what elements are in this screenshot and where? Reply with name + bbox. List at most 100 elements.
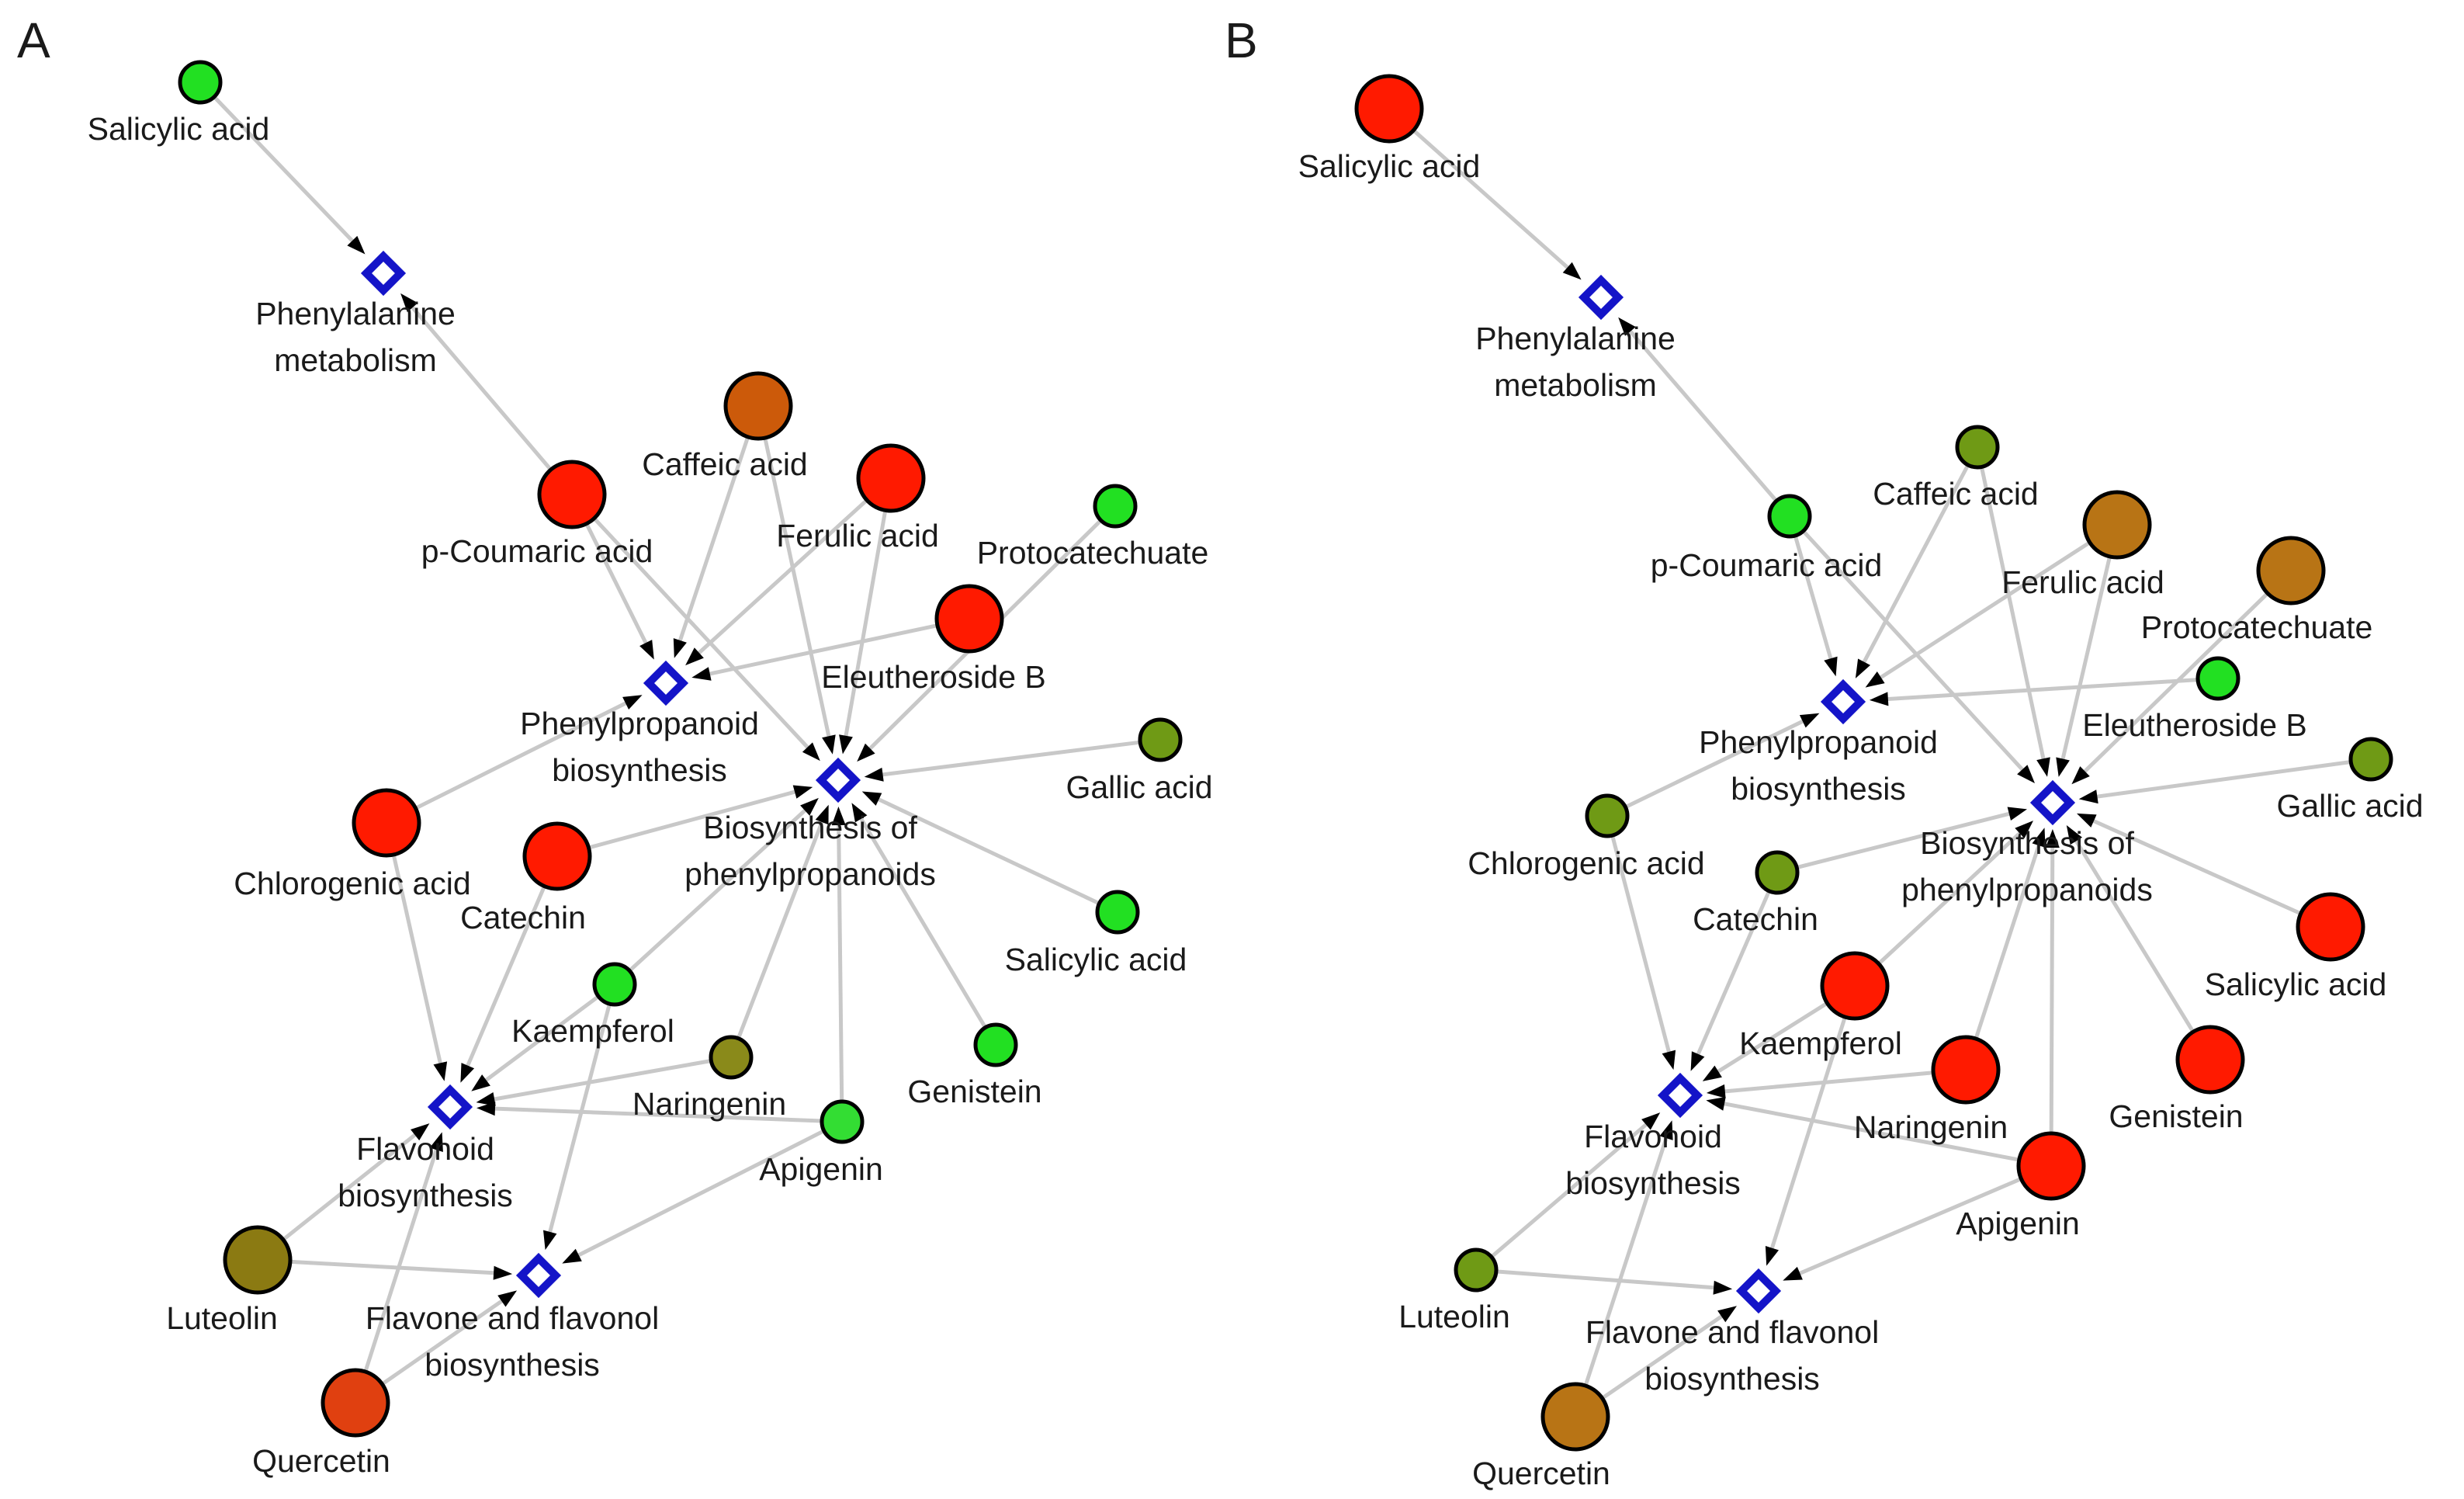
- metabolite-node-gen[interactable]: [973, 1022, 1018, 1067]
- metabolite-node-nar[interactable]: [1931, 1035, 2001, 1105]
- metabolite-node-caf[interactable]: [723, 371, 793, 441]
- metabolite-node-ele[interactable]: [2195, 656, 2240, 701]
- edge-sal2-to-bop: [2090, 817, 2302, 916]
- metabolite-node-sal2[interactable]: [1095, 890, 1140, 935]
- pathway-node-flb[interactable]: [1657, 1072, 1703, 1119]
- metabolite-node-sal1[interactable]: [1354, 74, 1424, 144]
- metabolite-node-gen[interactable]: [2175, 1025, 2245, 1095]
- arrowhead-fer-to-bop: [2056, 757, 2070, 777]
- pathway-label-bop-line1: Biosynthesis of: [1920, 825, 2134, 861]
- metabolite-node-gal[interactable]: [2348, 737, 2393, 782]
- arrowhead-fer-to-ppb: [1865, 671, 1885, 688]
- metabolite-node-gal[interactable]: [1138, 717, 1183, 762]
- edge-pcou-to-ppb: [1793, 535, 1834, 662]
- arrowhead-pro-to-bop: [857, 743, 875, 762]
- metabolite-label-gal: Gallic acid: [2276, 788, 2423, 824]
- arrowhead-chl-to-ppb: [622, 695, 643, 710]
- metabolite-node-pro[interactable]: [1093, 484, 1138, 529]
- metabolite-node-lut[interactable]: [223, 1225, 293, 1295]
- panel-b-edges: [1412, 129, 2351, 1400]
- edge-gen-to-bop: [2073, 837, 2195, 1033]
- metabolite-label-que: Quercetin: [252, 1443, 390, 1479]
- pathway-node-ppb[interactable]: [643, 660, 689, 706]
- arrowhead-caf-to-ppb: [673, 638, 687, 658]
- arrowhead-api-to-flb: [477, 1102, 496, 1116]
- metabolite-node-fer[interactable]: [2082, 490, 2152, 560]
- metabolite-label-chl: Chlorogenic acid: [234, 866, 470, 901]
- metabolite-node-caf[interactable]: [1955, 425, 2000, 470]
- metabolite-label-lut: Luteolin: [1398, 1299, 1510, 1334]
- metabolite-node-pcou[interactable]: [537, 460, 607, 529]
- pathway-node-ppb[interactable]: [1820, 678, 1866, 725]
- metabolite-node-api[interactable]: [820, 1099, 865, 1144]
- arrowhead-nar-to-flb: [1706, 1084, 1726, 1098]
- arrowhead-ele-to-ppb: [1869, 692, 1889, 706]
- pathway-node-phe[interactable]: [360, 250, 407, 297]
- edge-cat-to-flb: [1695, 890, 1771, 1058]
- metabolite-label-pro: Protocatechuate: [977, 535, 1209, 571]
- edge-caf-to-ppb: [677, 436, 750, 644]
- metabolite-node-nar[interactable]: [709, 1035, 754, 1080]
- pathway-node-flb[interactable]: [427, 1084, 473, 1130]
- metabolite-label-pro: Protocatechuate: [2141, 609, 2373, 645]
- arrowhead-fer-to-ppb: [685, 647, 704, 666]
- metabolite-node-pro[interactable]: [2256, 536, 2326, 605]
- metabolite-node-chl[interactable]: [1585, 793, 1630, 838]
- metabolite-node-fer[interactable]: [856, 443, 926, 513]
- edge-chl-to-ppb: [1624, 718, 1807, 809]
- arrowhead-cat-to-bop: [792, 785, 813, 799]
- metabolite-node-ele[interactable]: [934, 584, 1004, 654]
- edge-api-to-flb: [1721, 1101, 2020, 1162]
- edge-cat-to-bop: [1796, 810, 2013, 870]
- metabolite-node-que[interactable]: [1540, 1382, 1610, 1452]
- arrowhead-gal-to-bop: [2078, 789, 2098, 804]
- edge-kae-to-bop: [1877, 829, 2024, 966]
- metabolite-label-pcou: p-Coumaric acid: [1651, 547, 1883, 583]
- arrowhead-pcou-to-ppb: [639, 640, 654, 660]
- panel-a-nodes: [178, 60, 1183, 1438]
- metabolite-label-que: Quercetin: [1472, 1456, 1610, 1491]
- edge-fer-to-ppb: [695, 498, 868, 657]
- metabolite-label-gen: Genistein: [2109, 1098, 2243, 1134]
- metabolite-node-que[interactable]: [321, 1368, 390, 1438]
- edge-fer-to-ppb: [1877, 540, 2091, 681]
- pathway-node-bop[interactable]: [2029, 779, 2076, 826]
- metabolite-node-kae[interactable]: [1820, 951, 1890, 1021]
- arrowhead-lut-to-flb: [1641, 1112, 1661, 1130]
- arrowhead-api-to-bop: [2045, 829, 2060, 848]
- arrowhead-sal2-to-bop: [2077, 813, 2097, 828]
- metabolite-label-caf: Caffeic acid: [1873, 476, 2038, 512]
- edge-lut-to-ffb: [289, 1259, 497, 1275]
- pathway-node-bop[interactable]: [815, 757, 861, 803]
- metabolite-label-ele: Eleutheroside B: [2082, 707, 2306, 743]
- metabolite-node-sal1[interactable]: [178, 60, 223, 105]
- pathway-label-bop-line1: Biosynthesis of: [703, 810, 917, 845]
- arrowhead-gen-to-bop: [851, 803, 868, 823]
- arrowhead-sal2-to-bop: [861, 791, 882, 806]
- edge-nar-to-bop: [736, 818, 825, 1039]
- metabolite-label-lut: Luteolin: [166, 1300, 278, 1336]
- metabolite-label-api: Apigenin: [1956, 1206, 2080, 1241]
- edge-api-to-flb: [491, 1106, 823, 1123]
- metabolite-node-api[interactable]: [2016, 1131, 2086, 1201]
- arrowhead-que-to-flb: [1659, 1120, 1673, 1140]
- pathway-node-phe[interactable]: [1578, 274, 1624, 321]
- edge-gen-to-bop: [858, 815, 987, 1029]
- arrowhead-caf-to-bop: [2036, 757, 2050, 777]
- arrowhead-api-to-bop: [831, 807, 846, 826]
- metabolite-node-chl[interactable]: [352, 788, 421, 858]
- arrowhead-lut-to-ffb: [493, 1265, 513, 1280]
- metabolite-node-kae[interactable]: [592, 962, 637, 1007]
- pathway-node-ffb[interactable]: [515, 1252, 562, 1299]
- metabolite-node-sal2[interactable]: [2296, 892, 2365, 962]
- metabolite-node-cat[interactable]: [522, 821, 592, 891]
- arrowhead-lut-to-ffb: [1713, 1280, 1733, 1295]
- metabolite-node-pcou[interactable]: [1767, 494, 1812, 539]
- pathway-node-ffb[interactable]: [1735, 1268, 1782, 1314]
- metabolite-label-kae: Kaempferol: [511, 1013, 674, 1049]
- metabolite-node-lut[interactable]: [1454, 1247, 1499, 1293]
- edge-ele-to-ppb: [706, 623, 938, 677]
- metabolite-node-cat[interactable]: [1755, 850, 1800, 895]
